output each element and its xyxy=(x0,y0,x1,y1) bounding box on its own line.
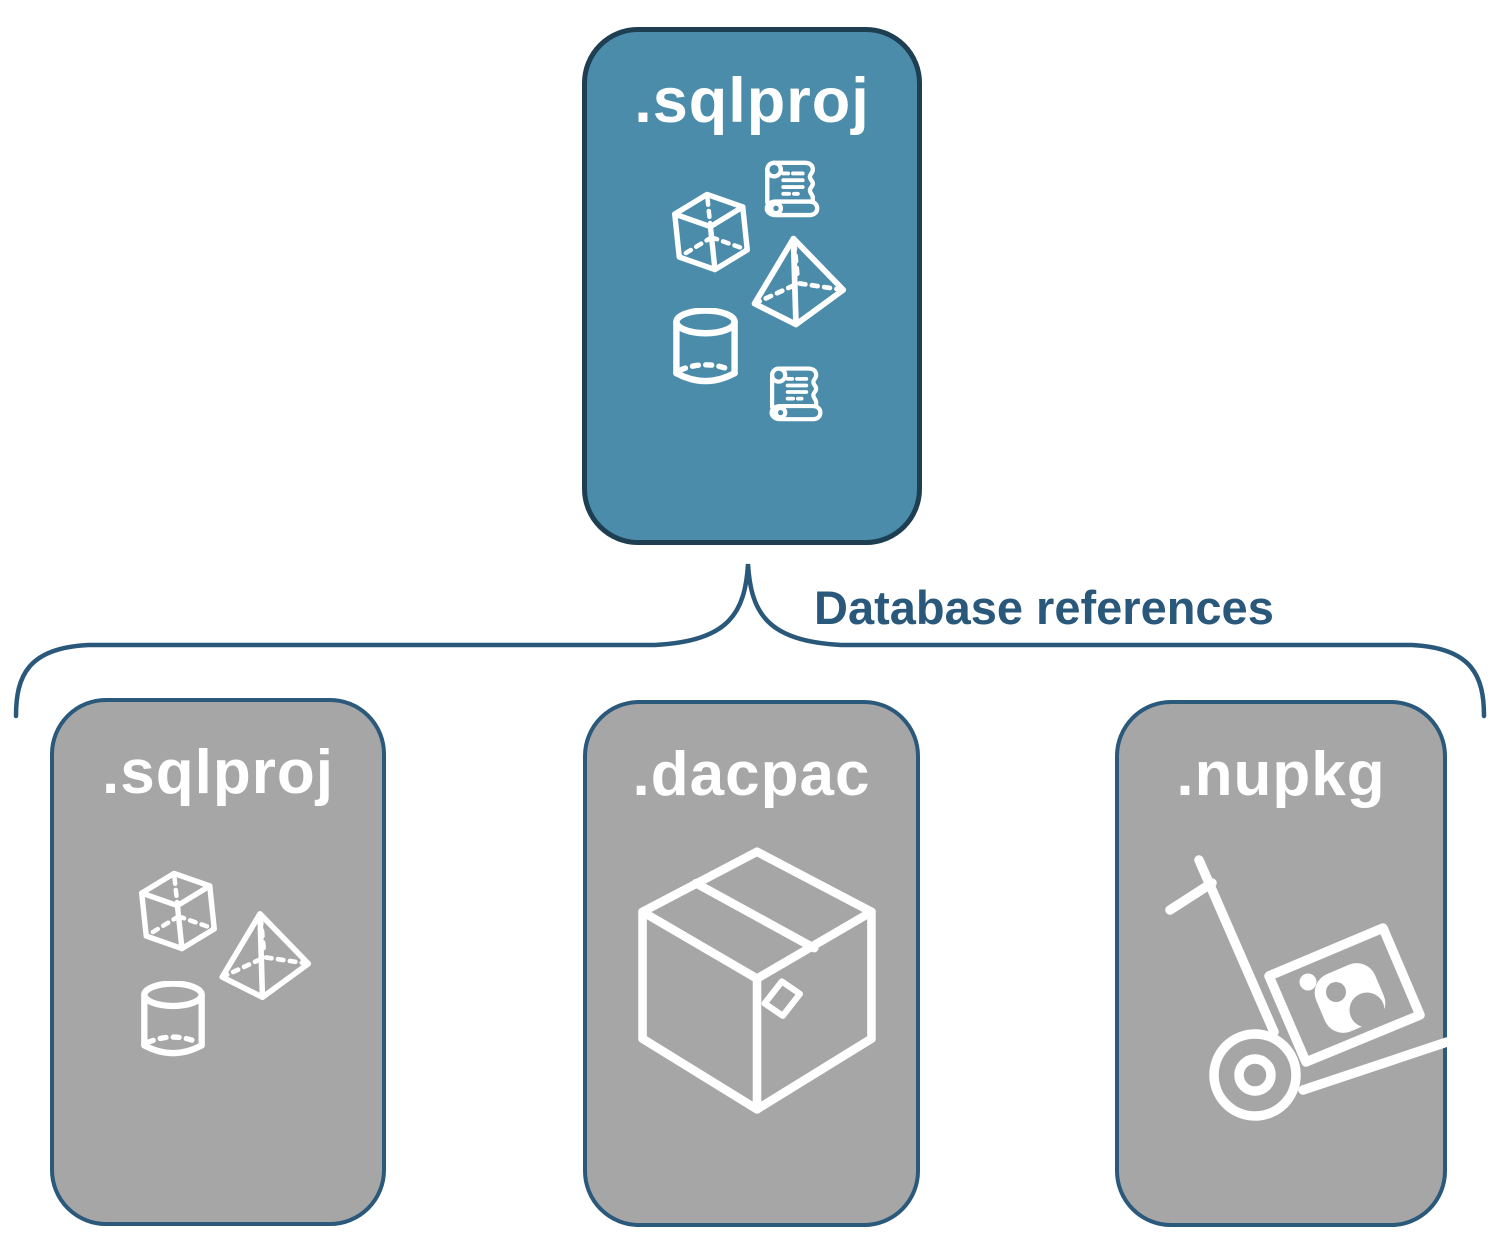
node-sqlproj-root: .sqlproj xyxy=(582,27,922,545)
node-sqlproj-root-label: .sqlproj xyxy=(634,66,870,136)
package-box-icon xyxy=(633,838,881,1124)
handtruck-nuget-package-icon xyxy=(1150,840,1450,1140)
connector-label: Database references xyxy=(814,581,1274,634)
node-sqlproj-child: .sqlproj xyxy=(50,698,386,1226)
scroll-icon xyxy=(761,155,823,219)
pyramid-icon xyxy=(734,226,854,341)
node-sqlproj-child-label: .sqlproj xyxy=(102,738,334,807)
node-dacpac-label: .dacpac xyxy=(632,740,871,809)
node-nupkg-label: .nupkg xyxy=(1176,740,1386,809)
cylinder-icon xyxy=(670,308,741,393)
cylinder-icon xyxy=(138,981,208,1065)
scroll-icon xyxy=(766,361,826,423)
pyramid-icon xyxy=(202,901,319,1013)
node-nupkg: .nupkg xyxy=(1115,700,1447,1227)
